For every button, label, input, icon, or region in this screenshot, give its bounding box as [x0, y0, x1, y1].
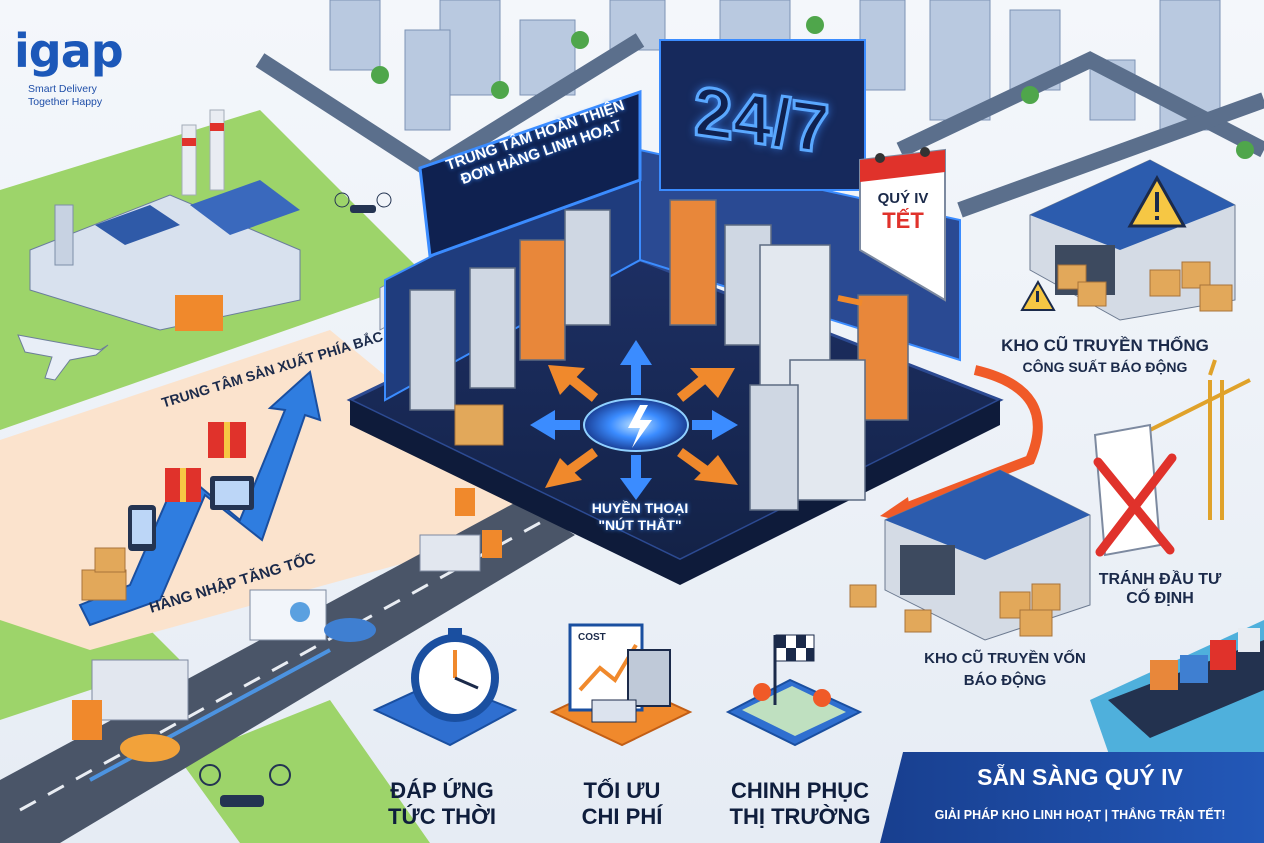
factory	[29, 109, 301, 331]
capital-warning-label: KHO CŨ TRUYỀN VỐN BÁO ĐỘNG	[915, 650, 1095, 690]
truck-4	[72, 659, 189, 740]
cancel-x-icon	[1093, 453, 1177, 557]
stopwatch-icon	[372, 628, 518, 747]
igap-logo: igap	[14, 24, 124, 78]
calendar-line1: QUÝ IV	[877, 190, 929, 207]
feature-2-line1: TỐI ƯU	[583, 778, 661, 803]
gift-icon	[165, 422, 246, 502]
parcel-boxes	[81, 547, 127, 601]
feature-2-line2: CHI PHÍ	[581, 804, 663, 830]
smartphone-icon	[128, 505, 156, 551]
crane	[1149, 359, 1251, 520]
banner-subtitle: GIẢI PHÁP KHO LINH HOẠT | THẮNG TRẬN TẾT…	[934, 808, 1226, 822]
cargo-ship	[1108, 628, 1264, 738]
neon-panel	[659, 39, 866, 191]
tagline-line2: Together Happy	[28, 96, 103, 108]
hub-sign-panel	[418, 89, 642, 259]
feature-instant-response: ĐÁP ỨNG TỨC THỜI	[372, 778, 512, 831]
feature-conquer-market: CHINH PHỤC THỊ TRƯỜNG	[720, 778, 880, 831]
warning-icon	[1127, 174, 1187, 228]
bottleneck-label: HUYỀN THOẠI "NÚT THẮT"	[560, 500, 720, 534]
car-2	[324, 618, 376, 642]
tablet-icon	[210, 476, 254, 510]
old-warehouse-line2: CÔNG SUẤT BÁO ĐỘNG	[1022, 359, 1188, 376]
cardboard-boxes	[849, 583, 1061, 637]
grass-area-bottom2	[180, 700, 430, 843]
truck-2	[419, 530, 502, 572]
airplane-icon	[17, 334, 109, 381]
feature-cost-optimization: TỐI ƯU CHI PHÍ	[552, 778, 692, 831]
avoid-line2: CỐ ĐỊNH	[1126, 590, 1194, 608]
capital-line2: BÁO ĐỘNG	[963, 672, 1047, 689]
truck-3	[249, 589, 327, 641]
pallet-boxes	[454, 404, 504, 446]
flow-arrow	[898, 365, 1043, 515]
cost-calculator-icon	[549, 623, 693, 747]
calendar-line2: TẾT	[882, 208, 924, 233]
old-warehouse-line1: KHO CŨ TRUYỀN THỐNG	[1001, 336, 1209, 355]
feature-3-line2: THỊ TRƯỜNG	[729, 804, 871, 830]
feature-1-line1: ĐÁP ỨNG	[390, 778, 494, 803]
old-warehouse-label: KHO CŨ TRUYỀN THỐNG CÔNG SUẤT BÁO ĐỘNG	[985, 336, 1225, 376]
car	[120, 734, 180, 762]
map-flag-icon	[725, 634, 863, 747]
capital-line1: KHO CŨ TRUYỀN VỐN	[924, 650, 1086, 667]
banner-title: SẴN SÀNG QUÝ IV	[977, 764, 1183, 790]
feature-1-line2: TỨC THỜI	[388, 804, 496, 830]
calendar-icon	[859, 147, 946, 302]
brand-tagline: Smart Delivery Together Happy	[28, 83, 102, 109]
bottleneck-line2: "NÚT THẮT"	[598, 516, 682, 533]
cta-banner	[880, 752, 1264, 843]
warning-icon	[1020, 279, 1056, 311]
tagline-line1: Smart Delivery	[28, 83, 97, 95]
calendar-text: QUÝ IV TẾT	[862, 190, 944, 234]
cardboard-boxes	[1057, 261, 1233, 312]
avoid-line1: TRÁNH ĐẦU TƯ	[1098, 571, 1222, 588]
cost-sign: COST	[578, 632, 606, 643]
drone-icon	[334, 192, 392, 213]
bottleneck-hub-icon	[530, 340, 738, 500]
drone-icon	[199, 764, 291, 807]
bottleneck-line1: HUYỀN THOẠI	[591, 500, 689, 516]
city-trees	[371, 16, 1254, 159]
avoid-investment-label: TRÁNH ĐẦU TƯ CỐ ĐỊNH	[1090, 570, 1230, 608]
feature-3-line1: CHINH PHỤC	[730, 778, 870, 803]
storage-shelves	[409, 199, 909, 511]
